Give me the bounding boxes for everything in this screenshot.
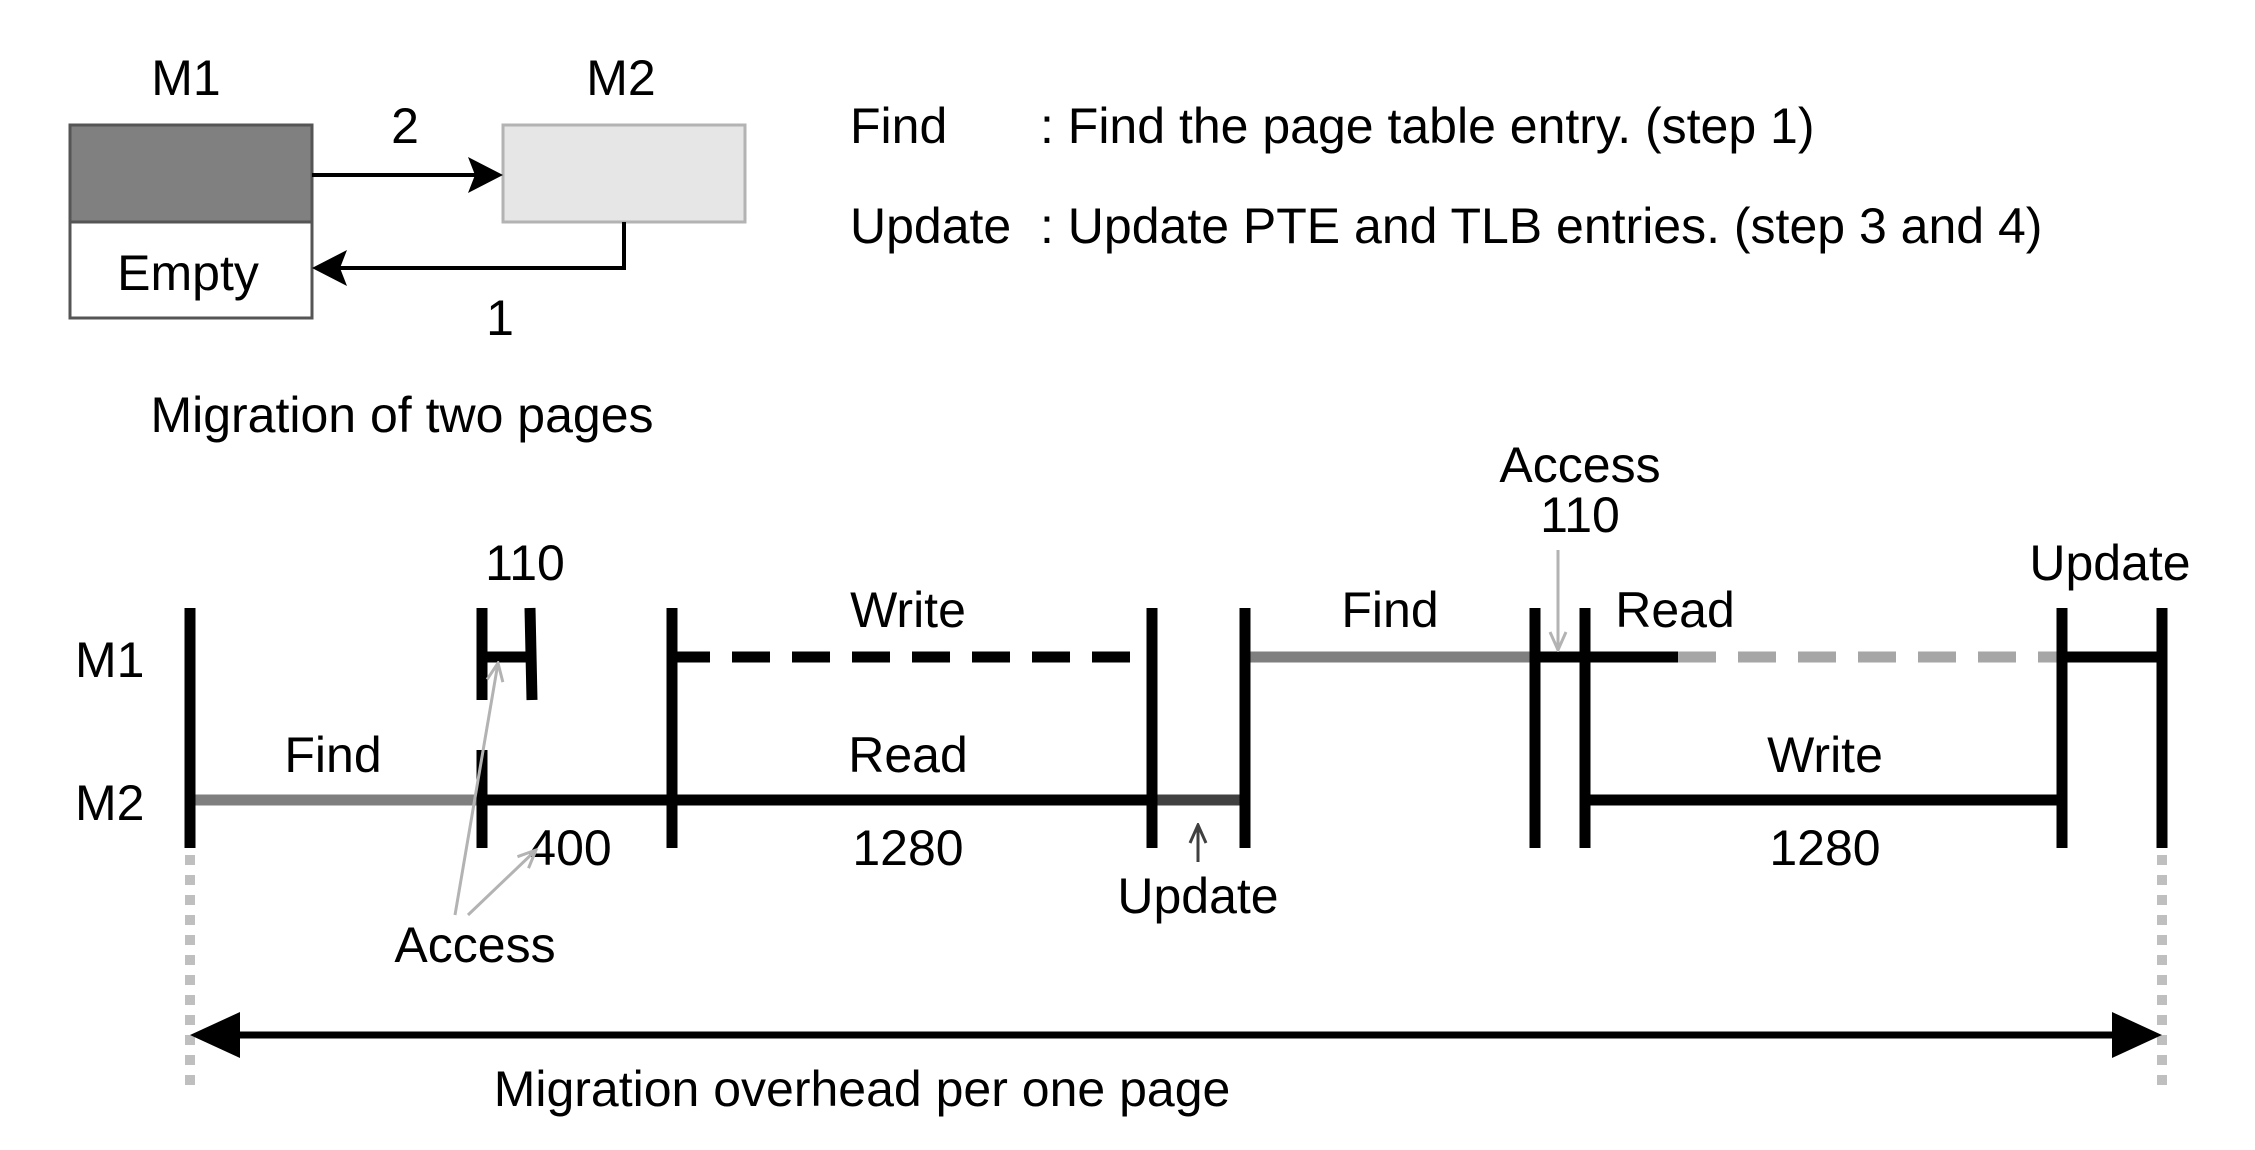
find-left-label: Find — [284, 727, 381, 783]
access-label-right: Access — [1499, 437, 1660, 493]
row-label-m1: M1 — [75, 632, 144, 688]
update-mid-label: Update — [1117, 868, 1278, 924]
timeline: M1 M2 Find 110 400 Write Read 1280 Updat… — [75, 437, 2191, 1117]
m2-page-box — [501, 123, 747, 224]
access-110-label-right: 110 — [1540, 487, 1620, 543]
legend-find-desc: : Find the page table entry. (step 1) — [1040, 98, 1815, 154]
access-110-label-left: 110 — [485, 535, 565, 591]
row-label-m2: M2 — [75, 775, 144, 831]
m1-box-label: M1 — [151, 50, 220, 106]
access-left-arrow-to-m2 — [466, 850, 536, 917]
arrow-top-step-label: 2 — [391, 98, 419, 154]
access-400-label: 400 — [528, 820, 611, 876]
read-first-label: Read — [848, 727, 968, 783]
m1-page-box — [68, 123, 314, 224]
two-pages-caption: Migration of two pages — [150, 387, 653, 443]
legend-update-desc: : Update PTE and TLB entries. (step 3 an… — [1040, 198, 2042, 254]
empty-slot-box — [68, 220, 314, 320]
update-right-label: Update — [2029, 535, 2190, 591]
legend-find-term: Find — [850, 98, 947, 154]
arrow-m2-to-empty-head — [312, 250, 347, 286]
access-label-left: Access — [394, 917, 555, 973]
read-second-label: Read — [1615, 582, 1735, 638]
overhead-arrow-right-head — [2112, 1012, 2162, 1058]
arrow-m1-to-m2-head — [468, 157, 503, 193]
write-second-label: Write — [1767, 727, 1883, 783]
access-left-arrow-to-m1 — [453, 663, 498, 916]
empty-label: Empty — [117, 245, 259, 301]
read-1280-label: 1280 — [852, 820, 963, 876]
arrow-m2-to-empty — [320, 222, 626, 270]
arrow-bottom-step-label: 1 — [486, 290, 514, 346]
overhead-arrow-left-head — [190, 1012, 240, 1058]
write-first-label: Write — [850, 582, 966, 638]
two-page-migration: M1 M2 Empty 2 1 Migration of two pages — [68, 50, 747, 443]
overhead-caption: Migration overhead per one page — [494, 1061, 1231, 1117]
legend: Find : Find the page table entry. (step … — [850, 98, 2042, 254]
tick-m1-access-end — [524, 607, 538, 701]
find-right-label: Find — [1341, 582, 1438, 638]
legend-update-term: Update — [850, 198, 1011, 254]
m2-box-label: M2 — [586, 50, 655, 106]
write-1280-label: 1280 — [1769, 820, 1880, 876]
